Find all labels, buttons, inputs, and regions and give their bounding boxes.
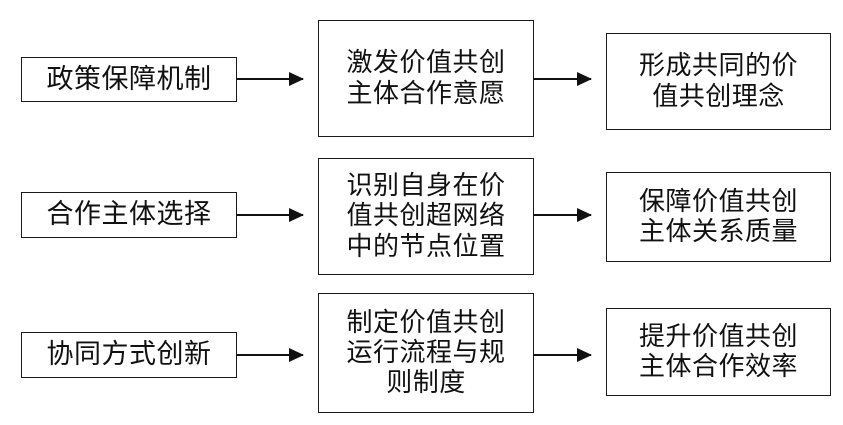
node-text-line: 形成共同的价 (638, 51, 798, 81)
arrow-r3c2-to-r3c3 (534, 354, 591, 356)
arrow-r2c1-to-r2c2 (237, 214, 303, 216)
node-text-line: 激发价值共创 (346, 48, 506, 78)
node-text-line: 提升价值共创 (638, 321, 798, 351)
arrow-r1c1-to-r1c2 (237, 78, 303, 80)
node-text-line: 中的节点位置 (346, 231, 506, 261)
node-partner-selection[interactable]: 合作主体选择 (21, 192, 237, 238)
node-text-line: 保障价值共创 (638, 186, 798, 216)
node-formulate-process-and-rules[interactable]: 制定价值共创 运行流程与规 则制度 (318, 293, 534, 413)
node-text-line: 值共创超网络 (346, 201, 506, 231)
node-text-line: 主体合作效率 (638, 352, 798, 381)
node-text-line: 识别自身在价 (346, 171, 506, 201)
arrow-r2c2-to-r2c3 (534, 214, 591, 216)
node-policy-guarantee-mechanism[interactable]: 政策保障机制 (21, 57, 237, 102)
node-text-line: 合作主体选择 (46, 199, 212, 230)
arrow-r3c1-to-r3c2 (237, 354, 303, 356)
node-text-line: 主体合作意愿 (346, 78, 506, 108)
node-guarantee-relationship-quality[interactable]: 保障价值共创 主体关系质量 (606, 172, 831, 262)
node-text-line: 运行流程与规 (346, 337, 506, 367)
node-text-line: 主体关系质量 (638, 217, 798, 246)
node-shared-cocreation-concept[interactable]: 形成共同的价 值共创理念 (606, 33, 831, 130)
node-text-line: 政策保障机制 (46, 63, 212, 94)
node-text-line: 制定价值共创 (346, 307, 506, 337)
node-improve-cooperation-efficiency[interactable]: 提升价值共创 主体合作效率 (606, 308, 831, 396)
arrow-r1c2-to-r1c3 (534, 78, 591, 80)
node-identify-node-position[interactable]: 识别自身在价 值共创超网络 中的节点位置 (318, 158, 534, 275)
node-stimulate-cocreation-willingness[interactable]: 激发价值共创 主体合作意愿 (318, 20, 534, 137)
node-text-line: 则制度 (386, 368, 466, 398)
node-text-line: 值共创理念 (652, 81, 785, 111)
node-collaboration-mode-innovation[interactable]: 协同方式创新 (21, 332, 237, 378)
node-text-line: 协同方式创新 (46, 339, 212, 370)
